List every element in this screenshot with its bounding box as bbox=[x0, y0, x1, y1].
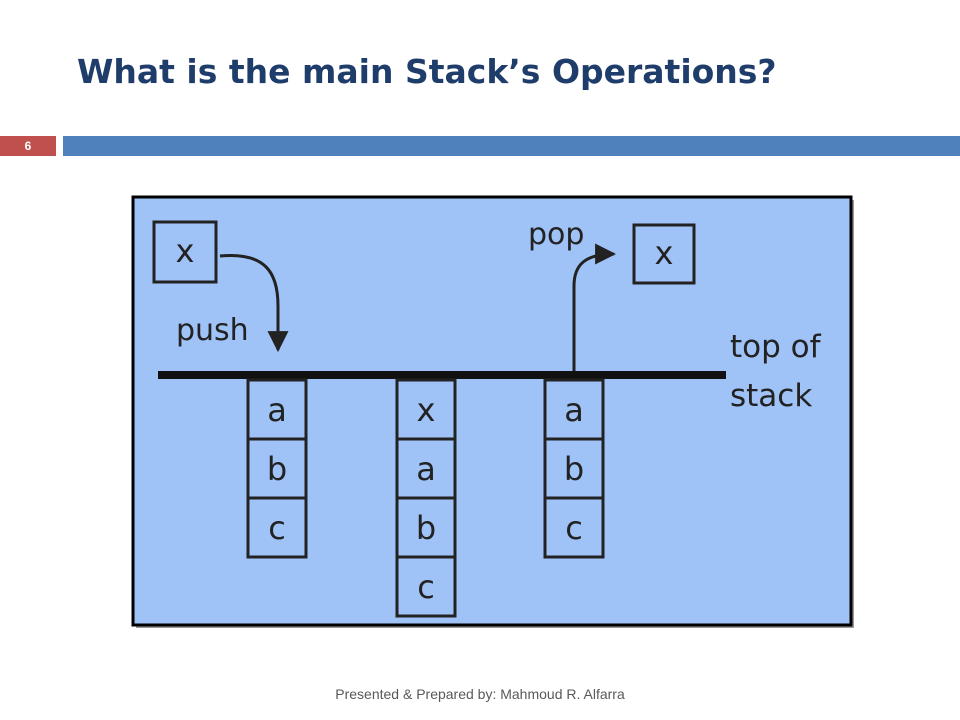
stack-cell-label: b bbox=[564, 450, 584, 488]
stack-cell: c bbox=[395, 555, 457, 618]
stack-cell-label: c bbox=[268, 509, 286, 547]
pop-label: pop bbox=[528, 217, 584, 252]
stack-before: abc bbox=[246, 378, 308, 559]
stack-cell-label: a bbox=[416, 450, 436, 488]
top-of-stack-label-line2: stack bbox=[730, 378, 812, 414]
stack-after-pop: abc bbox=[543, 378, 605, 559]
incoming-element-box: x bbox=[152, 220, 218, 284]
stack-cell-label: b bbox=[267, 450, 287, 488]
stack-cell-label: c bbox=[565, 509, 583, 547]
push-label: push bbox=[176, 313, 249, 348]
stack-cell: c bbox=[543, 496, 605, 559]
stack-cell-label: a bbox=[267, 391, 287, 429]
outgoing-element-box: x bbox=[632, 223, 696, 285]
diagram-background bbox=[131, 195, 853, 627]
footer-credit: Presented & Prepared by: Mahmoud R. Alfa… bbox=[335, 686, 625, 702]
stack-cell-label: x bbox=[417, 391, 436, 429]
stack-cell-label: b bbox=[416, 509, 436, 547]
stack-cell-label: a bbox=[564, 391, 584, 429]
push-arrow bbox=[219, 253, 289, 353]
stack-cell-label: c bbox=[417, 568, 435, 606]
title-accent-bar bbox=[63, 136, 960, 156]
incoming-element-label: x bbox=[176, 232, 195, 270]
outgoing-element-label: x bbox=[655, 234, 674, 272]
slide-number: 6 bbox=[0, 136, 56, 156]
pop-arrow bbox=[572, 243, 617, 372]
slide-title: What is the main Stack’s Operations? bbox=[77, 52, 777, 91]
top-of-stack-label-line1: top of bbox=[730, 329, 822, 365]
stack-cell: c bbox=[246, 496, 308, 559]
